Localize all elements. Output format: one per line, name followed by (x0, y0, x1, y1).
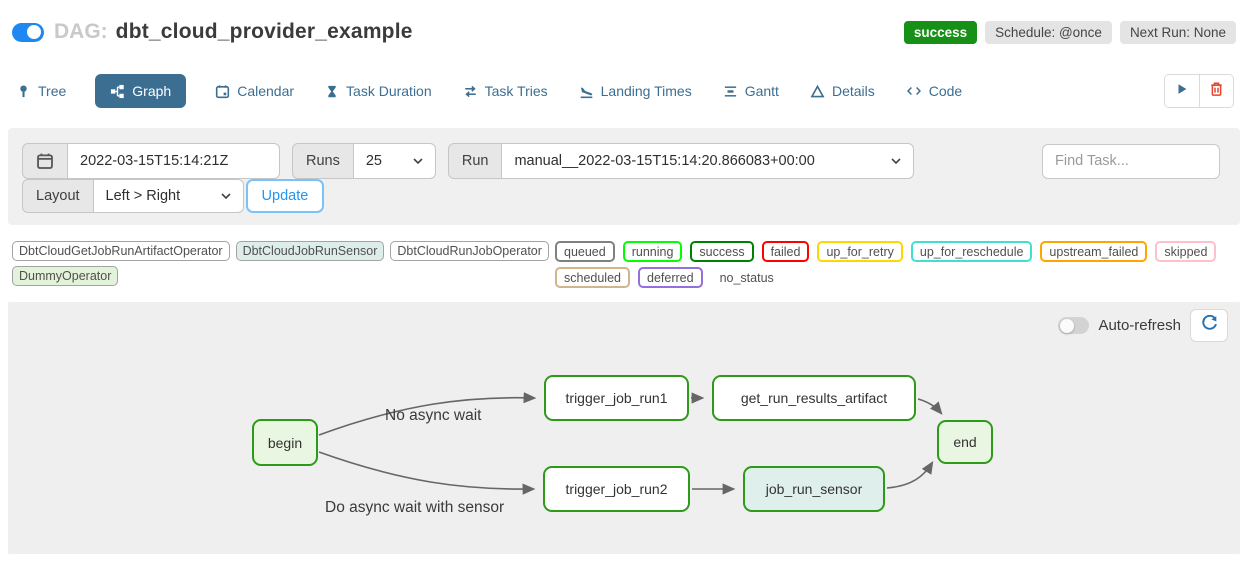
view-tabs-bar: Tree Graph Calendar Task Duration Task T… (8, 70, 1240, 112)
tab-label: Gantt (744, 83, 779, 99)
edge-label-no-async-wait: No async wait (385, 407, 482, 424)
update-button[interactable]: Update (245, 179, 325, 213)
base-date-group (22, 143, 280, 179)
task-node-trigger-job-run1[interactable]: trigger_job_run1 (544, 375, 689, 421)
layout-select[interactable]: Left > Right (93, 179, 244, 213)
dag-prefix-label: DAG: (54, 20, 108, 43)
operator-legend: DbtCloudGetJobRunArtifactOperator DbtClo… (12, 241, 555, 286)
delete-dag-button[interactable] (1199, 75, 1233, 107)
tree-icon (16, 84, 31, 99)
state-badge: failed (761, 241, 810, 262)
page-title: dbt_cloud_provider_example (115, 20, 413, 43)
task-node-begin[interactable]: begin (252, 419, 318, 466)
trigger-dag-button[interactable] (1165, 75, 1199, 107)
task-node-trigger-job-run2[interactable]: trigger_job_run2 (543, 466, 690, 512)
task-node-get-run-results-artifact[interactable]: get_run_results_artifact (712, 375, 916, 421)
auto-refresh-label: Auto-refresh (1098, 317, 1181, 334)
dag-header: DAG: dbt_cloud_provider_example success … (8, 12, 1240, 52)
tab-code[interactable]: Code (904, 74, 964, 108)
state-badge: up_for_retry (817, 241, 903, 262)
toggle-knob (27, 25, 41, 39)
refresh-icon (1201, 314, 1218, 337)
tab-label: Task Tries (484, 83, 548, 99)
chevron-down-icon (220, 193, 231, 199)
task-node-end[interactable]: end (937, 420, 993, 464)
state-badge: no_status (719, 270, 774, 285)
tab-gantt[interactable]: Gantt (721, 74, 781, 108)
last-run-status-badge[interactable]: success (903, 20, 978, 44)
state-badge: queued (555, 241, 615, 262)
triangle-icon (810, 84, 825, 99)
calendar-icon (215, 84, 230, 99)
task-node-job-run-sensor[interactable]: job_run_sensor (743, 466, 885, 512)
tab-label: Graph (132, 83, 172, 99)
schedule-badge: Schedule: @once (985, 20, 1112, 44)
legend: DbtCloudGetJobRunArtifactOperator DbtClo… (8, 241, 1240, 288)
num-runs-group: Runs 25 (292, 143, 436, 179)
tab-tree[interactable]: Tree (14, 74, 68, 108)
state-badge: skipped (1155, 241, 1217, 262)
dag-edges (318, 392, 943, 495)
toggle-knob (1060, 318, 1075, 333)
operator-badge: DummyOperator (12, 266, 119, 286)
layout-label: Layout (22, 179, 94, 213)
filter-panel: Runs 25 Run manual__2022-03-15T15:14:20.… (8, 128, 1240, 225)
hourglass-icon (325, 84, 339, 99)
state-badge: upstream_failed (1040, 241, 1148, 262)
tab-graph[interactable]: Graph (95, 74, 187, 108)
tab-label: Calendar (237, 83, 295, 99)
operator-badge: DbtCloudJobRunSensor (235, 241, 385, 261)
tab-label: Task Duration (346, 83, 432, 99)
trash-icon (1209, 81, 1224, 102)
dag-actions-group (1164, 74, 1234, 108)
run-select[interactable]: manual__2022-03-15T15:14:20.866083+00:00 (502, 143, 915, 179)
tab-task-tries[interactable]: Task Tries (461, 74, 550, 108)
operator-badge: DbtCloudRunJobOperator (390, 241, 549, 261)
find-task-input[interactable] (1042, 143, 1220, 179)
auto-refresh-toggle[interactable] (1058, 317, 1090, 334)
layout-group: Layout Left > Right (22, 179, 244, 213)
chevron-down-icon (891, 158, 902, 164)
code-icon (906, 84, 922, 98)
state-badge: success (690, 241, 754, 262)
tab-label: Details (831, 83, 875, 99)
state-legend: queued running success failed up_for_ret… (555, 241, 1240, 288)
gantt-icon (723, 84, 738, 99)
tab-task-duration[interactable]: Task Duration (323, 74, 434, 108)
chevron-down-icon (413, 158, 423, 164)
tab-label: Landing Times (600, 83, 692, 99)
graph-icon (110, 84, 125, 99)
calendar-addon-icon (22, 143, 68, 179)
state-badge: up_for_reschedule (910, 241, 1033, 262)
repeat-icon (463, 84, 478, 99)
tab-landing-times[interactable]: Landing Times (577, 74, 694, 108)
dag-graph-panel: Auto-refresh begin trigger_job_run1 get_… (8, 302, 1240, 554)
base-date-input[interactable] (68, 143, 280, 179)
tab-label: Code (928, 83, 963, 99)
edge-label-do-async-wait: Do async wait with sensor (325, 499, 505, 516)
num-runs-select[interactable]: 25 (353, 143, 436, 179)
next-run-badge: Next Run: None (1119, 20, 1236, 44)
run-label: Run (447, 143, 503, 179)
plane-landing-icon (579, 84, 594, 99)
state-badge: running (622, 241, 683, 262)
tab-details[interactable]: Details (808, 74, 877, 108)
run-select-group: Run manual__2022-03-15T15:14:20.866083+0… (447, 143, 915, 179)
refresh-button[interactable] (1190, 309, 1228, 342)
operator-badge: DbtCloudGetJobRunArtifactOperator (12, 241, 230, 261)
dag-pause-toggle[interactable] (12, 22, 44, 42)
runs-label: Runs (292, 143, 354, 179)
tab-label: Tree (38, 83, 67, 99)
play-icon (1175, 82, 1189, 101)
state-badge: scheduled (555, 267, 630, 288)
tab-calendar[interactable]: Calendar (213, 74, 296, 108)
state-badge: deferred (638, 267, 703, 288)
